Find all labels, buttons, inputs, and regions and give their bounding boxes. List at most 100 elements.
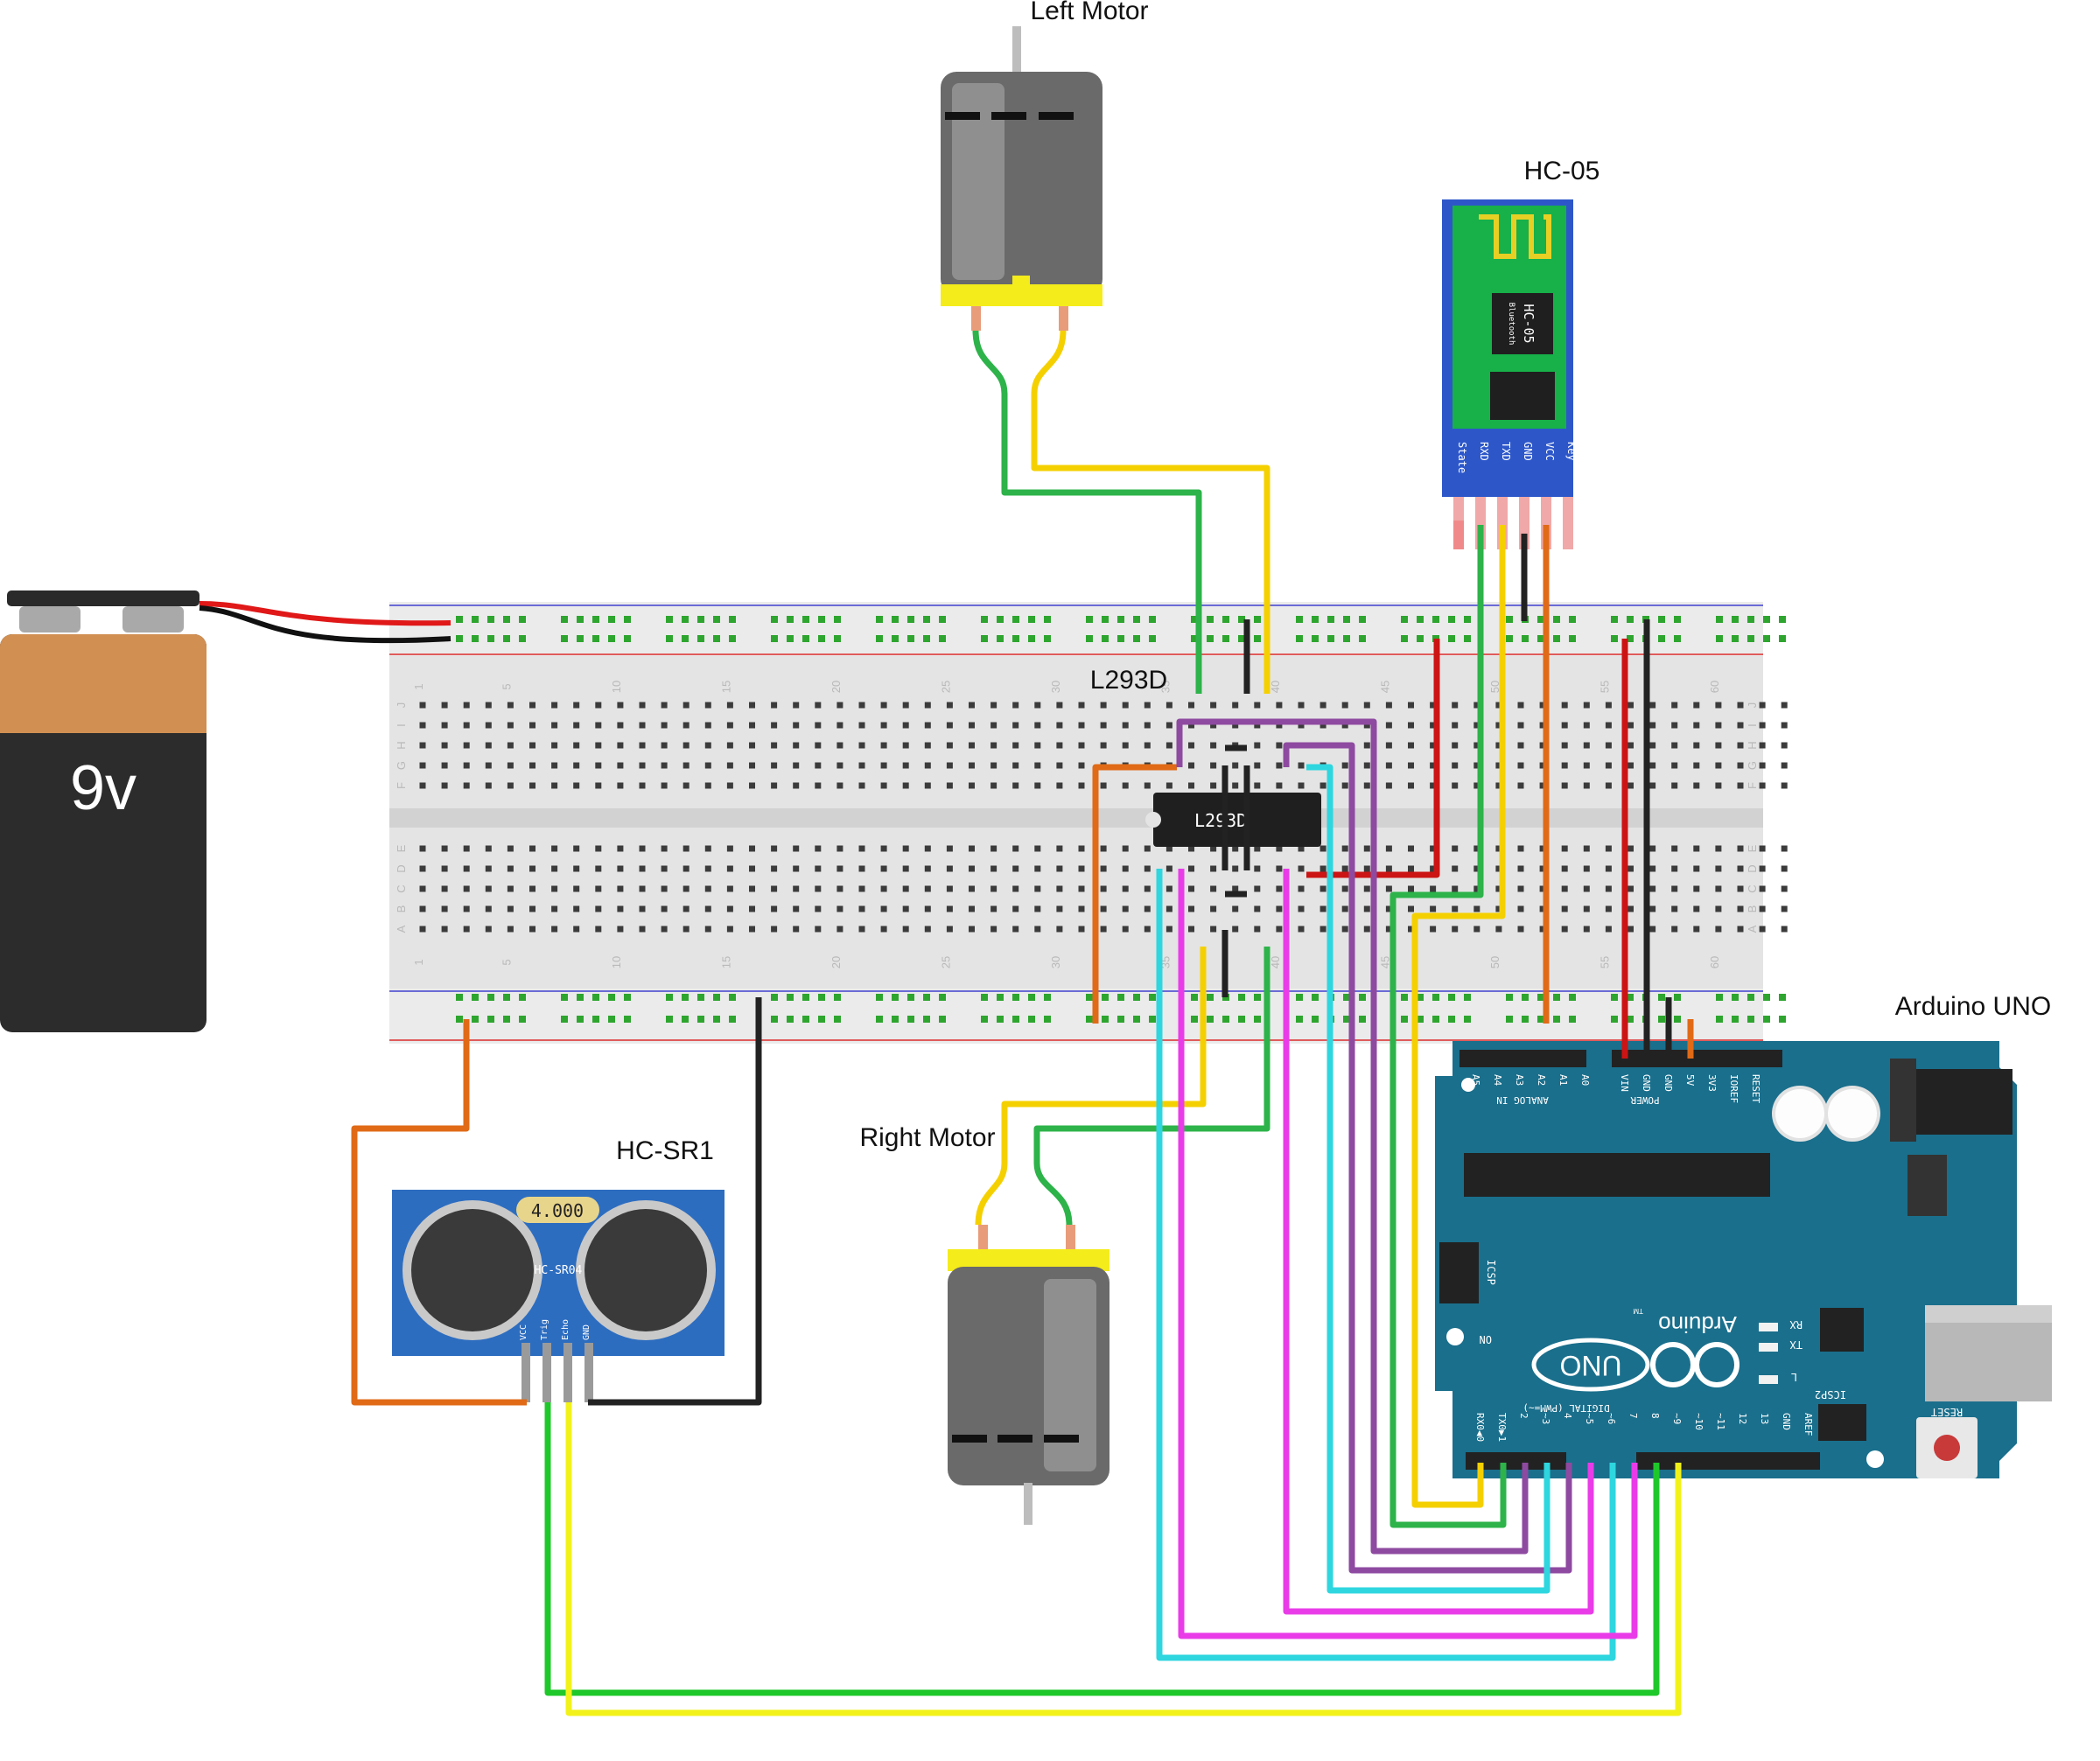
breadboard-hole: [1341, 845, 1348, 852]
breadboard-hole: [441, 905, 448, 912]
breadboard-hole: [1452, 926, 1459, 933]
breadboard-hole: [836, 762, 844, 769]
left-motor-label: Left Motor: [1030, 0, 1148, 25]
wire-purple-2: [1283, 742, 1572, 1574]
breadboard-hole: [990, 722, 998, 729]
breadboard-hole: [704, 845, 711, 852]
breadboard-hole: [661, 702, 668, 709]
breadboard-hole: [1583, 926, 1590, 933]
breadboard-hole: [704, 926, 711, 933]
wire-orange-enable: [1092, 764, 1177, 1024]
rail-hole: [682, 1016, 689, 1023]
breadboard-hole: [1341, 782, 1348, 789]
arduino-power-pin-label: 3V3: [1706, 1074, 1718, 1092]
breadboard-hole: [507, 865, 514, 872]
breadboard-hole: [749, 926, 755, 933]
rail-hole: [1222, 1016, 1229, 1023]
breadboard-hole: [682, 926, 690, 933]
breadboard-hole: [1605, 865, 1612, 872]
breadboard-hole: [858, 742, 865, 749]
breadboard-hole: [1408, 845, 1414, 852]
rail-hole: [1716, 1016, 1723, 1023]
hc05-chip-sub: Bluetooth: [1507, 303, 1516, 346]
breadboard-hole: [1210, 702, 1217, 709]
rail-hole: [1747, 635, 1754, 642]
rail-hole: [1207, 635, 1214, 642]
breadboard-hole: [1781, 905, 1788, 912]
rail-hole: [1312, 1016, 1319, 1023]
rail-hole: [697, 994, 704, 1001]
breadboard-column-number: 40: [1269, 956, 1282, 968]
breadboard-hole: [595, 702, 602, 709]
breadboard-hole: [1034, 722, 1041, 729]
rail-hole: [592, 635, 599, 642]
battery-red-lead: [199, 601, 452, 626]
rail-hole: [802, 994, 809, 1001]
breadboard-column-number: 25: [939, 956, 952, 968]
wire-cyan-2: [1156, 869, 1616, 1661]
breadboard-hole: [836, 865, 844, 872]
breadboard-hole: [1649, 702, 1656, 709]
breadboard-hole: [880, 845, 887, 852]
rail-hole: [1028, 994, 1035, 1001]
breadboard-hole: [639, 702, 646, 709]
breadboard-hole: [1517, 762, 1524, 769]
breadboard-hole: [1100, 702, 1107, 709]
breadboard-hole: [1276, 865, 1283, 872]
breadboard-column-number: 25: [939, 681, 952, 693]
rail-hole: [802, 616, 809, 623]
breadboard-hole: [1495, 845, 1502, 852]
breadboard-hole: [639, 885, 646, 892]
breadboard-hole: [661, 885, 668, 892]
breadboard-hole: [1430, 905, 1437, 912]
rail-hole: [1028, 635, 1035, 642]
breadboard-hole: [507, 762, 514, 769]
breadboard-hole: [419, 926, 426, 933]
arduino-digital-pin-label: 12: [1737, 1413, 1748, 1424]
breadboard-hole: [1232, 926, 1239, 933]
breadboard-hole: [1210, 782, 1217, 789]
breadboard-hole: [1363, 885, 1370, 892]
breadboard-hole: [1408, 905, 1414, 912]
breadboard-hole: [1649, 905, 1656, 912]
breadboard-hole: [1759, 845, 1766, 852]
breadboard-hole: [1517, 782, 1524, 789]
rail-hole: [1133, 635, 1140, 642]
breadboard-hole: [726, 722, 733, 729]
breadboard-hole: [1671, 702, 1678, 709]
rail-hole: [577, 635, 584, 642]
breadboard-hole: [573, 702, 580, 709]
breadboard-hole: [1737, 742, 1744, 749]
breadboard-hole: [1188, 905, 1194, 912]
rail-hole: [561, 994, 568, 1001]
rail-hole: [1086, 994, 1093, 1001]
wires: [351, 330, 1694, 1716]
rail-hole: [834, 616, 841, 623]
battery-black-lead: [199, 605, 452, 644]
breadboard-hole: [1539, 742, 1546, 749]
breadboard-hole: [1561, 722, 1568, 729]
breadboard-hole: [485, 845, 492, 852]
breadboard-hole: [1210, 722, 1217, 729]
rail-hole: [503, 616, 510, 623]
rail-hole: [1448, 994, 1455, 1001]
breadboard-hole: [661, 722, 668, 729]
breadboard-hole: [1078, 702, 1085, 709]
rail-hole: [1044, 616, 1051, 623]
breadboard-hole: [661, 905, 668, 912]
breadboard-hole: [507, 926, 514, 933]
breadboard-hole: [1298, 722, 1305, 729]
breadboard-hole: [1298, 782, 1305, 789]
breadboard-hole: [1561, 865, 1568, 872]
breadboard-hole: [1034, 762, 1041, 769]
breadboard-hole: [1430, 885, 1437, 892]
breadboard-hole: [1100, 905, 1107, 912]
breadboard-hole: [1474, 782, 1480, 789]
breadboard-hole: [836, 905, 844, 912]
arduino-digital-pin-label: TX0▶1: [1496, 1413, 1508, 1442]
rail-hole: [1222, 635, 1229, 642]
breadboard-hole: [1254, 762, 1261, 769]
breadboard-hole: [1583, 885, 1590, 892]
breadboard-hole: [902, 762, 909, 769]
breadboard-hole: [1232, 782, 1239, 789]
